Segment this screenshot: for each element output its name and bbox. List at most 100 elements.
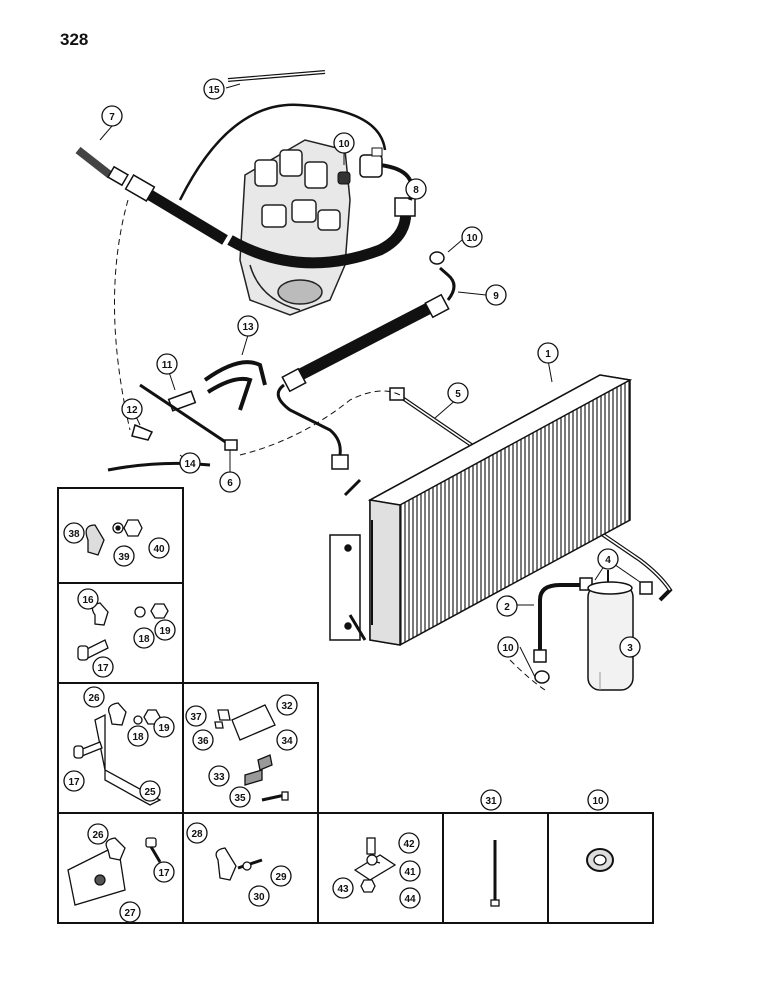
- callout-26-b: 26: [87, 823, 109, 845]
- callout-18-a: 18: [133, 627, 155, 649]
- svg-text:35: 35: [234, 793, 246, 804]
- svg-text:44: 44: [404, 894, 416, 905]
- callout-8: 8: [405, 178, 427, 200]
- svg-text:41: 41: [404, 867, 416, 878]
- callout-14: 14: [179, 452, 201, 474]
- callout-27: 27: [119, 901, 141, 923]
- callout-17-a: 17: [92, 656, 114, 678]
- callout-29: 29: [270, 865, 292, 887]
- svg-text:25: 25: [144, 787, 156, 798]
- svg-text:38: 38: [68, 529, 80, 540]
- svg-text:11: 11: [162, 360, 173, 371]
- callout-9: 9: [485, 284, 507, 306]
- svg-text:27: 27: [124, 908, 136, 919]
- callout-36: 36: [192, 729, 214, 751]
- svg-text:4: 4: [605, 555, 611, 566]
- svg-text:40: 40: [153, 544, 165, 555]
- svg-text:10: 10: [502, 643, 514, 654]
- callout-2: 2: [496, 595, 518, 617]
- callout-42: 42: [398, 832, 420, 854]
- svg-text:10: 10: [466, 233, 478, 244]
- callout-44: 44: [399, 887, 421, 909]
- svg-text:18: 18: [132, 732, 144, 743]
- callout-19-b: 19: [153, 716, 175, 738]
- callout-13: 13: [237, 315, 259, 337]
- svg-text:1: 1: [545, 349, 551, 360]
- callout-37: 37: [185, 705, 207, 727]
- callout-38: 38: [63, 522, 85, 544]
- callout-11: 11: [156, 353, 178, 375]
- svg-text:7: 7: [109, 112, 115, 123]
- callout-10-d: 10: [587, 789, 609, 811]
- callouts: 15 7 10 8 10 9 13 1 11 5 12 14 6 4 2 10 …: [63, 78, 641, 923]
- callout-43: 43: [332, 877, 354, 899]
- svg-text:17: 17: [158, 868, 170, 879]
- page-number: 328: [60, 30, 89, 49]
- svg-text:17: 17: [97, 663, 109, 674]
- switch-wiring: [107, 360, 267, 472]
- svg-text:8: 8: [413, 185, 419, 196]
- detail-box-parts: [67, 519, 614, 907]
- svg-text:15: 15: [208, 85, 220, 96]
- callout-10-b: 10: [461, 226, 483, 248]
- routing-dashed-lines: [114, 199, 546, 691]
- callout-33: 33: [208, 765, 230, 787]
- svg-text:2: 2: [504, 602, 510, 613]
- svg-text:36: 36: [197, 736, 209, 747]
- callout-35: 35: [229, 786, 251, 808]
- svg-text:14: 14: [184, 459, 196, 470]
- svg-text:26: 26: [92, 830, 104, 841]
- svg-text:16: 16: [82, 595, 94, 606]
- svg-text:37: 37: [190, 712, 202, 723]
- callout-40: 40: [148, 537, 170, 559]
- callout-15: 15: [203, 78, 225, 100]
- svg-text:10: 10: [338, 139, 350, 150]
- callout-5: 5: [447, 382, 469, 404]
- compressor-illustration: [239, 139, 351, 316]
- callout-7: 7: [101, 105, 123, 127]
- callout-28: 28: [186, 822, 208, 844]
- callout-18-b: 18: [127, 725, 149, 747]
- callout-31: 31: [480, 789, 502, 811]
- callout-34: 34: [276, 729, 298, 751]
- wire-15: [178, 103, 387, 201]
- svg-text:30: 30: [253, 892, 265, 903]
- callout-17-c: 17: [153, 861, 175, 883]
- callout-26-a: 26: [83, 686, 105, 708]
- svg-text:42: 42: [403, 839, 415, 850]
- callout-32: 32: [276, 694, 298, 716]
- receiver-drier: [533, 570, 653, 691]
- svg-text:5: 5: [455, 389, 461, 400]
- svg-text:32: 32: [281, 701, 293, 712]
- svg-text:12: 12: [126, 405, 138, 416]
- callout-16: 16: [77, 588, 99, 610]
- svg-text:19: 19: [158, 723, 170, 734]
- callout-10-c: 10: [497, 636, 519, 658]
- svg-text:43: 43: [337, 884, 349, 895]
- callout-19-a: 19: [154, 619, 176, 641]
- callout-10-a: 10: [333, 132, 355, 154]
- callout-25: 25: [139, 780, 161, 802]
- svg-text:17: 17: [68, 777, 80, 788]
- svg-text:29: 29: [275, 872, 287, 883]
- callout-4: 4: [597, 548, 619, 570]
- detail-boxes: [57, 487, 654, 924]
- svg-text:34: 34: [281, 736, 293, 747]
- svg-text:18: 18: [138, 634, 150, 645]
- svg-text:39: 39: [118, 552, 130, 563]
- callout-12: 12: [121, 398, 143, 420]
- svg-text:10: 10: [592, 796, 604, 807]
- callout-30: 30: [248, 885, 270, 907]
- callout-1: 1: [537, 342, 559, 364]
- svg-text:26: 26: [88, 693, 100, 704]
- callout-39: 39: [113, 545, 135, 567]
- hose-9: [276, 251, 456, 470]
- callout-41: 41: [399, 860, 421, 882]
- callout-17-b: 17: [63, 770, 85, 792]
- svg-text:33: 33: [213, 772, 225, 783]
- svg-text:19: 19: [159, 626, 171, 637]
- callout-3: 3: [619, 636, 641, 658]
- svg-text:9: 9: [493, 291, 499, 302]
- svg-text:3: 3: [627, 643, 633, 654]
- svg-text:6: 6: [227, 478, 233, 489]
